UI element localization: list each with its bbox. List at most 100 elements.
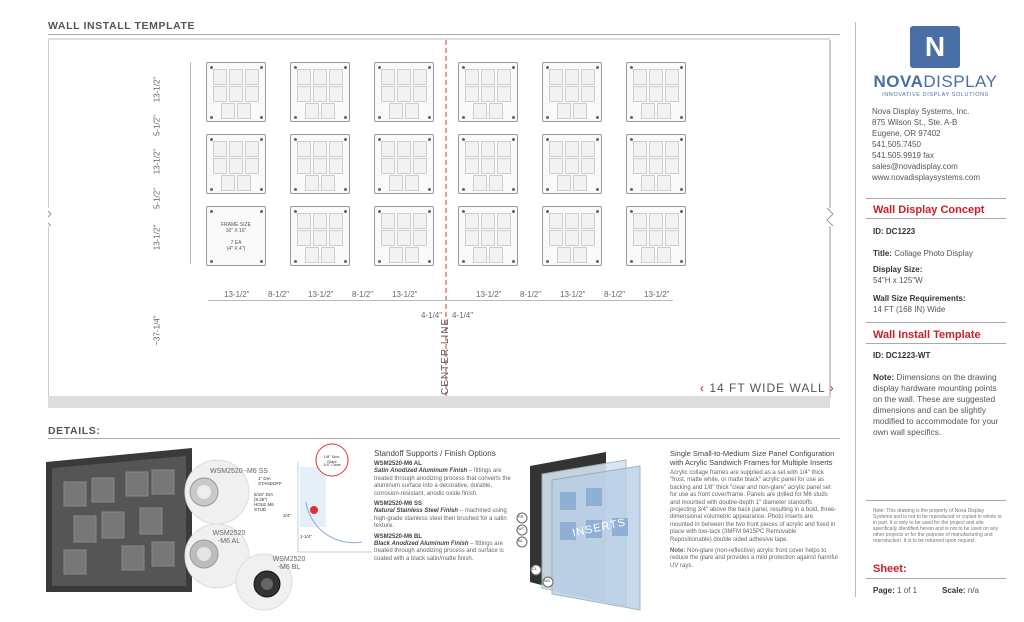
- details-rule: [48, 438, 840, 439]
- wall-outline: [48, 38, 834, 408]
- layer-cl: CL: [532, 566, 538, 571]
- frame-qty-label: 7 EA (4" X 4"): [226, 240, 246, 252]
- sidebar: N NOVADISPLAY INNOVATIVE DISPLAY SOLUTIO…: [858, 26, 1013, 183]
- photo-tile: [665, 158, 679, 174]
- photo-tile: [213, 69, 227, 85]
- mount-point: [378, 138, 381, 141]
- photo-tile: [413, 230, 427, 246]
- diag-standoff: 1" DIA STANDOFF: [258, 476, 282, 486]
- template-id: ID: DC1223-WT: [873, 351, 931, 360]
- collage-frame: [542, 206, 602, 266]
- tag-ss: WSM2520 -M6 SS: [210, 468, 268, 475]
- photo-tile: [229, 86, 243, 102]
- photo-tile: [245, 86, 259, 102]
- sidebar-divider: [855, 22, 856, 597]
- photo-tile: [329, 141, 343, 157]
- center-dim-right: 4-1/4": [452, 311, 474, 320]
- details-title: DETAILS:: [48, 425, 101, 437]
- photo-tile: [633, 141, 647, 157]
- mount-point: [630, 260, 633, 263]
- photo-tile: [313, 213, 327, 229]
- collage-frame: [626, 206, 686, 266]
- wall-width-label: ‹ 14 FT WIDE WALL ›: [700, 381, 835, 395]
- panel-config-text: Acrylic collage frames are supplied as a…: [670, 470, 837, 543]
- mount-point: [378, 116, 381, 119]
- layer-bl: BL: [518, 538, 523, 543]
- photo-tile: [213, 158, 227, 174]
- photo-tile: [221, 103, 235, 119]
- logo-n-icon: N: [924, 31, 946, 62]
- photo-tile: [413, 69, 427, 85]
- photo-tile: [641, 247, 655, 263]
- address-line: 541.505.9919 fax: [872, 151, 934, 160]
- mount-point: [210, 116, 213, 119]
- panel-note-text: Non-glare (non-reflective) acrylic front…: [670, 548, 838, 569]
- panel-config-title: Single Small-to-Medium Size Panel Config…: [670, 449, 835, 467]
- photo-tile: [381, 69, 395, 85]
- photo-tile: [565, 230, 579, 246]
- supports-section: Standoff Supports / Finish Options WSM25…: [374, 449, 514, 566]
- photo-tile: [297, 158, 311, 174]
- address-line: Nova Display Systems, Inc.: [872, 107, 970, 116]
- title-rule: [48, 34, 840, 35]
- wall-size: Wall Size Requirements:14 FT (168 IN) Wi…: [873, 294, 966, 314]
- diag-nonglare: 1/8" Non-Glare: [323, 454, 341, 464]
- photo-tile: [481, 213, 495, 229]
- photo-tile: [557, 247, 571, 263]
- photo-tile: [497, 86, 511, 102]
- mount-point: [462, 260, 465, 263]
- mount-point: [512, 210, 515, 213]
- photo-tile: [405, 175, 419, 191]
- mount-point: [294, 66, 297, 69]
- page-title: WALL INSTALL TEMPLATE: [48, 20, 196, 32]
- photo-tile: [633, 86, 647, 102]
- photo-tile: [237, 103, 251, 119]
- collage-frame: [206, 206, 266, 266]
- supports-title: Standoff Supports / Finish Options: [374, 449, 496, 458]
- photo-tile: [397, 141, 411, 157]
- mount-point: [596, 210, 599, 213]
- logo-mark: N: [910, 26, 960, 68]
- diag-clear: 1/4" Clear: [323, 462, 341, 467]
- vdim-6: ~37-1/4": [152, 315, 162, 346]
- mount-point: [462, 66, 465, 69]
- mount-point: [512, 260, 515, 263]
- photo-tile: [665, 69, 679, 85]
- mount-point: [428, 116, 431, 119]
- address-line: sales@novadisplay.com: [872, 162, 958, 171]
- logo-tagline: INNOVATIVE DISPLAY SOLUTIONS: [882, 92, 989, 98]
- mount-point: [630, 116, 633, 119]
- photo-tile: [481, 86, 495, 102]
- photo-tile: [389, 247, 403, 263]
- photo-tile: [297, 230, 311, 246]
- collage-frame: [206, 134, 266, 194]
- mount-point: [680, 116, 683, 119]
- mount-point: [630, 66, 633, 69]
- template-title: Wall Install Template: [873, 329, 981, 341]
- photo-tile: [473, 247, 487, 263]
- mount-point: [462, 138, 465, 141]
- photo-tile: [321, 103, 335, 119]
- photo-tile: [665, 230, 679, 246]
- photo-tile: [213, 141, 227, 157]
- photo-tile: [497, 69, 511, 85]
- photo-tile: [581, 213, 595, 229]
- hdim-label: 13-1/2": [308, 290, 334, 299]
- photo-tile: [381, 158, 395, 174]
- photo-tile: [549, 69, 563, 85]
- mount-point: [344, 188, 347, 191]
- photo-tile: [497, 158, 511, 174]
- frame-size-label: FRAME SIZE 16" X 16": [220, 222, 251, 234]
- photo-tile: [389, 103, 403, 119]
- photo-tile: [313, 230, 327, 246]
- logo-wordmark: NOVADISPLAY: [858, 72, 1013, 92]
- center-line-label: CENTER LINE: [440, 317, 451, 395]
- photo-tile: [413, 158, 427, 174]
- photo-tile: [381, 213, 395, 229]
- photo-tile: [465, 69, 479, 85]
- mount-point: [344, 66, 347, 69]
- photo-tile: [397, 86, 411, 102]
- photo-tile: [581, 86, 595, 102]
- mount-point: [546, 66, 549, 69]
